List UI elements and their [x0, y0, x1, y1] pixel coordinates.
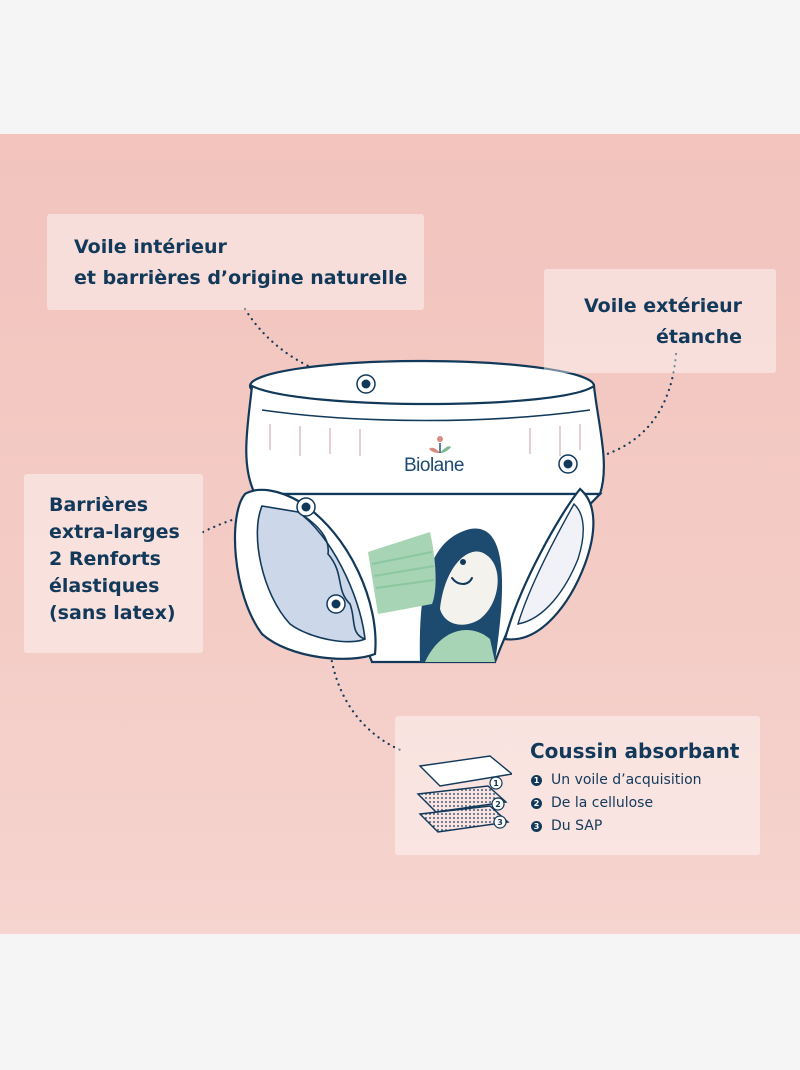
list-item-label: Du SAP	[551, 818, 603, 834]
callout-line: et barrières d’origine naturelle	[74, 267, 408, 289]
number-badge: 3	[531, 821, 542, 832]
brand-logo-text: Biolane	[404, 455, 464, 476]
number-badge: 1	[531, 775, 542, 786]
callout-absorbent-pad: 1 2 3 Coussin absorbant 1 Un voile d’acq…	[395, 716, 760, 855]
callout-line: élastiques	[49, 575, 160, 597]
leaf-logo-icon	[429, 436, 451, 453]
callout-line: (sans latex)	[49, 602, 176, 624]
callout-line: extra-larges	[49, 521, 180, 543]
callout-inner-veil: Voile intérieur et barrières d’origine n…	[47, 214, 424, 310]
list-item-label: Un voile d’acquisition	[551, 772, 702, 788]
pad-title: Coussin absorbant	[530, 739, 740, 763]
marker-dot-icon	[558, 454, 578, 474]
illustration-panel: Biolane Voile intérieur et barrières d’o…	[0, 134, 800, 934]
marker-dot-icon	[326, 594, 346, 614]
svg-text:2: 2	[495, 800, 501, 809]
callout-barriers: Barrières extra-larges 2 Renforts élasti…	[24, 474, 203, 653]
list-item: 3 Du SAP	[531, 815, 702, 838]
list-item-label: De la cellulose	[551, 795, 654, 811]
pad-layer-list: 1 Un voile d’acquisition 2 De la cellulo…	[531, 769, 702, 838]
list-item: 2 De la cellulose	[531, 792, 702, 815]
leader-line-pad	[328, 647, 407, 754]
callout-line: 2 Renforts	[49, 548, 161, 570]
leader-line-outer	[573, 352, 678, 464]
callout-outer-veil: Voile extérieur étanche	[544, 269, 776, 373]
callout-line: étanche	[656, 326, 742, 348]
number-badge: 2	[531, 798, 542, 809]
callout-line: Barrières	[49, 494, 149, 516]
callout-line: Voile intérieur	[74, 236, 227, 258]
svg-text:1: 1	[493, 779, 499, 788]
diaper-illustration	[201, 307, 678, 754]
marker-dot-icon	[296, 497, 316, 517]
callout-line: Voile extérieur	[583, 295, 742, 317]
list-item: 1 Un voile d’acquisition	[531, 769, 702, 792]
marker-dot-icon	[356, 374, 376, 394]
svg-text:3: 3	[497, 818, 503, 827]
layers-icon: 1 2 3	[416, 755, 512, 833]
